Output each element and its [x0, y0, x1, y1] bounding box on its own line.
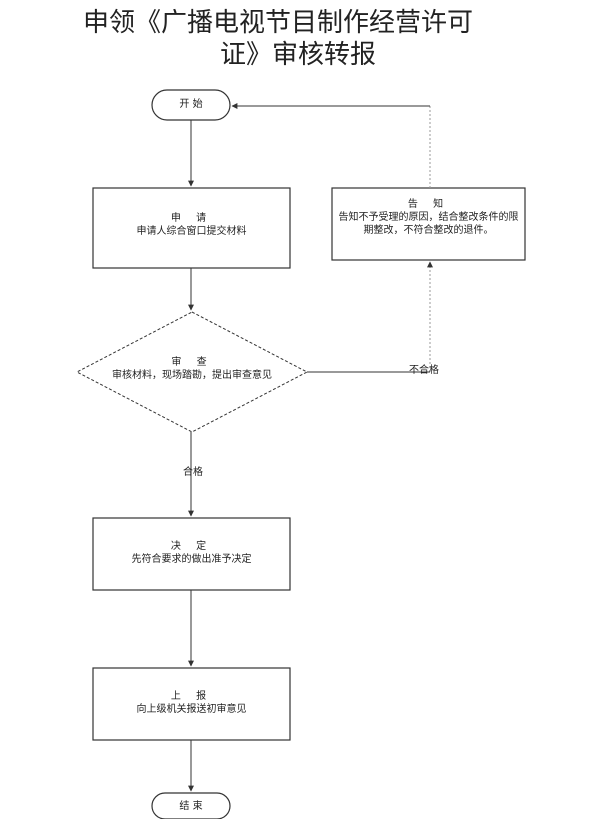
- edge-label-pass: 合格: [183, 467, 203, 478]
- decide-title: 决 定: [170, 541, 213, 552]
- apply-desc: 申请人综合窗口提交材料: [136, 226, 247, 237]
- review-title: 审 查: [171, 357, 213, 368]
- review-diamond: [75, 311, 309, 433]
- diagram-title-line2: 证》审核转报: [219, 40, 376, 70]
- edge-label-fail: 不合格: [409, 365, 439, 376]
- apply-box: [92, 187, 291, 269]
- notify-label: 告 知 告知不予受理的原因，结合整改条件的限期整改，不符合整改的退件。: [336, 198, 521, 237]
- start-label: 开 始: [179, 99, 203, 110]
- review-desc: 审核材料，现场踏勘，提出审查意见: [112, 370, 272, 381]
- report-label: 上 报 向上级机关报送初审意见: [93, 690, 290, 716]
- report-box: [92, 667, 291, 741]
- apply-label: 申 请 申请人综合窗口提交材料: [93, 212, 290, 238]
- end-terminal: [151, 792, 231, 819]
- report-title: 上 报: [170, 691, 213, 702]
- end-label: 结 束: [179, 801, 203, 812]
- apply-title: 申 请: [170, 213, 213, 224]
- notify-desc: 告知不予受理的原因，结合整改条件的限期整改，不符合整改的退件。: [338, 212, 519, 236]
- review-label: 审 查 审核材料，现场踏勘，提出审查意见: [92, 356, 292, 382]
- report-desc: 向上级机关报送初审意见: [136, 704, 247, 715]
- decide-box: [92, 517, 291, 591]
- decide-desc: 先符合要求的做出准予决定: [131, 554, 252, 565]
- decide-label: 决 定 先符合要求的做出准予决定: [93, 540, 290, 566]
- notify-box: [331, 187, 526, 261]
- diagram-title-line1: 申领《广播电视节目制作经营许可: [82, 8, 473, 38]
- notify-title: 告 知: [407, 199, 450, 210]
